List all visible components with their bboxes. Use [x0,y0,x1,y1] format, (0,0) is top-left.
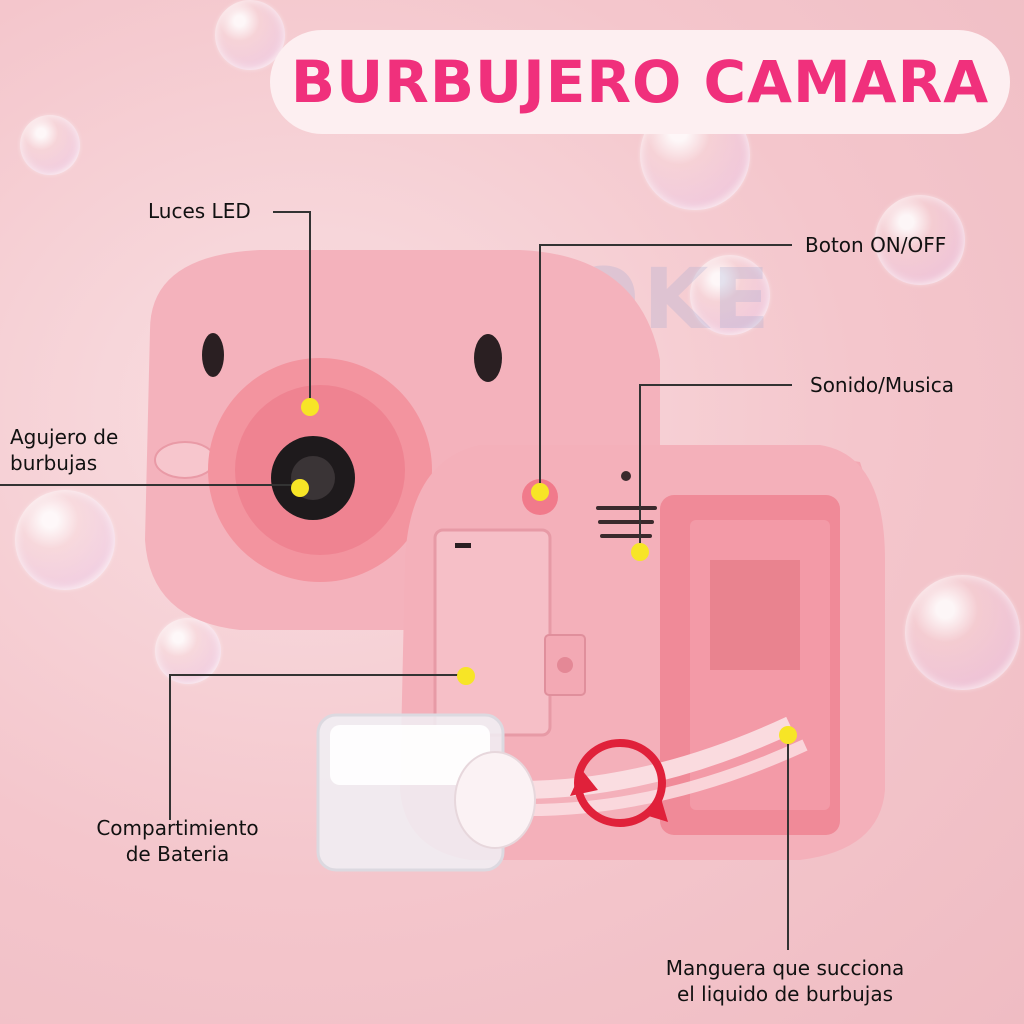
label-line: burbujas [10,451,98,475]
label-compartimiento-bateria: Compartimiento de Bateria [70,815,285,867]
label-line: Compartimiento [96,816,259,840]
leader-lines [0,211,792,950]
title-banner: BURBUJERO CAMARA [270,30,1010,134]
highlight-dots [291,398,797,744]
label-manguera: Manguera que succiona el liquido de burb… [625,955,945,1007]
title-text: BURBUJERO CAMARA [290,48,990,116]
bubble [155,618,221,684]
bubble [215,0,285,70]
bubble [15,490,115,590]
label-line: Manguera que succiona [665,956,905,980]
label-boton-on-off: Boton ON/OFF [805,233,947,257]
label-luces-led: Luces LED [148,199,251,223]
bubble [20,115,80,175]
label-sonido-musica: Sonido/Musica [810,373,954,397]
label-line: de Bateria [125,842,230,866]
bubble [905,575,1020,690]
bubble [690,255,770,335]
bubble [875,195,965,285]
bubble-bottle [316,713,536,872]
label-line: el liquido de burbujas [676,982,894,1006]
label-agujero-burbujas: Agujero de burbujas [10,424,118,476]
label-line: Agujero de [10,425,119,449]
